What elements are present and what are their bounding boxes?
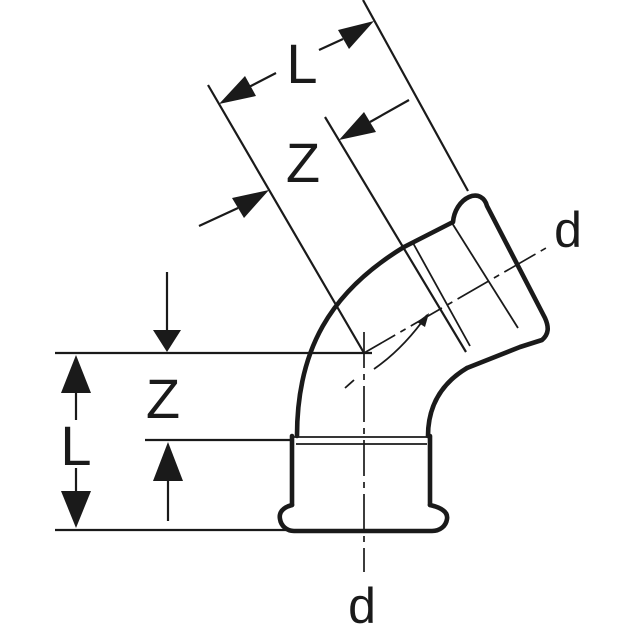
upper-socket-outline (401, 193, 550, 371)
dim-Z-vertical-arrow-up (153, 442, 183, 481)
upper-socket-rim-line (451, 222, 519, 329)
dim-L-diagonal-label: L (286, 32, 317, 95)
upper-socket-stop-line (412, 242, 471, 347)
dim-Z-diagonal-leader-left (198, 207, 239, 227)
extension-line-socket-stop (324, 116, 467, 353)
angle-arc-dash (344, 379, 355, 389)
dim-Z-vertical-label: Z (146, 367, 180, 430)
dim-L-diagonal-leader-right (318, 38, 344, 51)
extension-line-end-face (362, 0, 469, 192)
dim-Z-vertical-arrow-down (153, 330, 181, 352)
dim-Z-diagonal-arrow-left (232, 190, 269, 218)
centerlines (344, 247, 547, 572)
angle-arc-arrowhead (417, 313, 429, 327)
lower-socket-bead (277, 502, 450, 534)
bend-inner-wall (425, 365, 470, 439)
dim-Z-diagonal-label: Z (286, 131, 320, 194)
dimension-group-diagonal: L Z (198, 0, 469, 354)
dim-Z-diagonal-leader-right (369, 99, 410, 123)
lower-port-diameter-label: d (348, 578, 376, 634)
inclined-axis-centerline (363, 247, 547, 354)
dim-L-vertical-arrow-up (61, 355, 91, 393)
upper-port-diameter-label: d (554, 202, 582, 258)
dim-L-vertical-label: L (60, 414, 91, 477)
diameter-labels: d d (348, 202, 582, 634)
bend-outer-wall (294, 244, 407, 439)
dim-L-vertical-arrow-down (61, 491, 91, 528)
dim-L-diagonal-arrow-left (219, 76, 256, 104)
dim-L-diagonal-arrow-right (338, 21, 374, 49)
elbow-fitting-outline (277, 193, 550, 534)
dim-Z-diagonal-arrow-right (339, 112, 376, 140)
dimension-group-vertical: Z L (55, 272, 372, 532)
extension-line-vertex-plane (207, 84, 365, 354)
dim-L-diagonal-leader-left (248, 72, 277, 88)
